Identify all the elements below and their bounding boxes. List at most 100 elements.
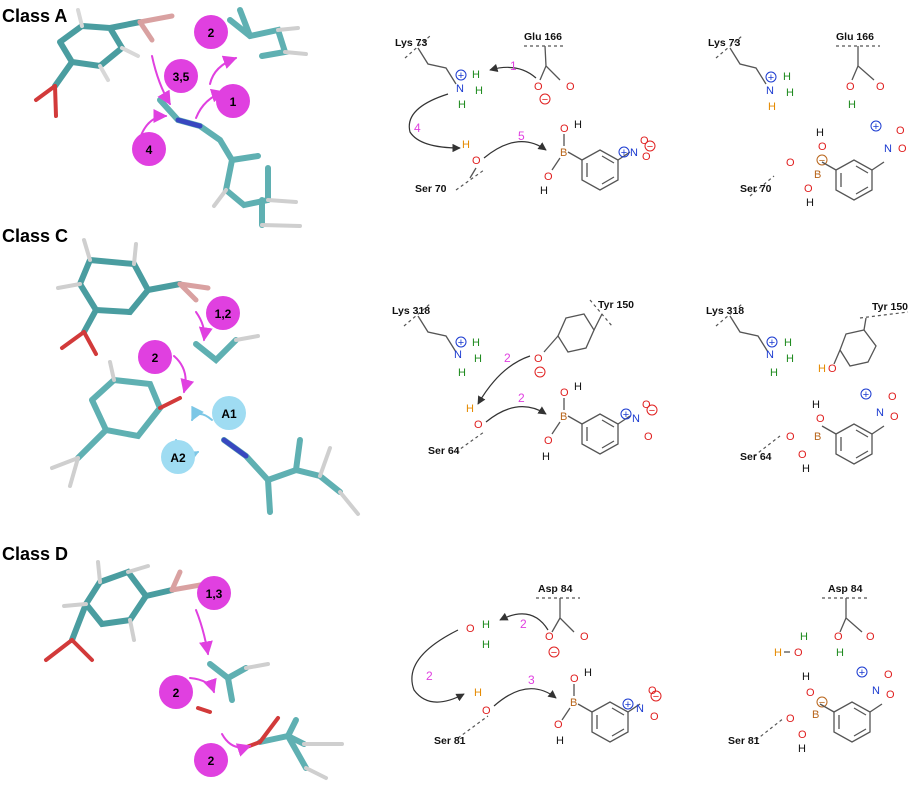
svg-text:O: O: [544, 435, 553, 447]
residue-label-ser: Ser 81: [728, 735, 760, 747]
svg-text:B: B: [560, 147, 567, 159]
class-a-product-scheme: Lys 73 N + H H H Glu 166 O O H Ser 70 O …: [708, 31, 907, 209]
svg-text:O: O: [566, 81, 575, 93]
svg-text:N: N: [766, 85, 774, 97]
svg-text:N: N: [872, 685, 880, 697]
svg-text:O: O: [650, 711, 659, 723]
svg-text:1: 1: [510, 59, 517, 73]
svg-text:H: H: [806, 197, 814, 209]
svg-text:O: O: [570, 673, 579, 685]
residue-label-acid: Tyr 150: [872, 301, 908, 313]
svg-text:H: H: [786, 353, 794, 365]
svg-text:2: 2: [426, 669, 433, 683]
svg-text:H: H: [542, 451, 550, 463]
svg-text:+: +: [623, 409, 629, 421]
svg-text:H: H: [768, 101, 776, 113]
residue-label-ser: Ser 64: [428, 445, 460, 457]
svg-text:+: +: [859, 667, 865, 679]
svg-text:H: H: [462, 139, 470, 151]
svg-text:2: 2: [173, 686, 180, 700]
panel-title-class-c: Class C: [2, 226, 68, 246]
svg-text:H: H: [482, 619, 490, 631]
step-circle: 2: [159, 675, 193, 709]
residue-label-lys: Lys 318: [392, 305, 430, 317]
svg-text:+: +: [458, 70, 464, 82]
residue-label-ser: Ser 70: [740, 183, 772, 195]
svg-text:H: H: [466, 403, 474, 415]
svg-text:N: N: [876, 407, 884, 419]
svg-text:O: O: [884, 669, 893, 681]
svg-text:H: H: [474, 687, 482, 699]
residue-label-acid: Asp 84: [538, 583, 573, 595]
svg-text:H: H: [458, 367, 466, 379]
svg-text:B: B: [814, 431, 821, 443]
svg-text:+: +: [769, 337, 775, 349]
svg-text:2: 2: [208, 754, 215, 768]
svg-text:H: H: [783, 71, 791, 83]
svg-text:O: O: [560, 123, 569, 135]
svg-text:O: O: [888, 391, 897, 403]
svg-text:B: B: [812, 709, 819, 721]
svg-text:−: −: [653, 691, 659, 703]
svg-text:+: +: [625, 699, 631, 711]
svg-text:3: 3: [528, 673, 535, 687]
residue-label-lys: Lys 73: [395, 37, 427, 49]
svg-text:O: O: [898, 143, 907, 155]
step-circle: 1: [216, 84, 250, 118]
svg-text:H: H: [474, 353, 482, 365]
svg-text:5: 5: [518, 129, 525, 143]
step-circle: 2: [194, 15, 228, 49]
svg-text:H: H: [802, 463, 810, 475]
class-c-reactant-scheme: Lys 318 N + H H H Tyr 150 O − 2 H O Ser …: [392, 299, 658, 463]
svg-text:H: H: [574, 381, 582, 393]
svg-text:2: 2: [518, 391, 525, 405]
panel-title-class-a: Class A: [2, 6, 67, 26]
svg-text:O: O: [846, 81, 855, 93]
svg-text:H: H: [556, 735, 564, 747]
svg-text:−: −: [819, 155, 825, 167]
svg-text:1,3: 1,3: [206, 587, 223, 601]
svg-text:H: H: [784, 337, 792, 349]
svg-text:H: H: [812, 399, 820, 411]
class-a-3d-structure: 2 3,5 1 4: [34, 7, 308, 228]
svg-text:H: H: [800, 631, 808, 643]
svg-text:N: N: [454, 349, 462, 361]
svg-text:O: O: [866, 631, 875, 643]
svg-text:H: H: [475, 85, 483, 97]
svg-text:O: O: [896, 125, 905, 137]
residue-label-acid: Asp 84: [828, 583, 863, 595]
residue-label-lys: Lys 318: [706, 305, 744, 317]
svg-text:O: O: [545, 631, 554, 643]
svg-text:O: O: [472, 155, 481, 167]
svg-text:−: −: [542, 94, 548, 106]
residue-label-acid: Glu 166: [524, 31, 562, 43]
svg-text:O: O: [786, 431, 795, 443]
svg-text:+: +: [768, 72, 774, 84]
svg-text:O: O: [642, 151, 651, 163]
svg-text:+: +: [458, 337, 464, 349]
svg-text:H: H: [482, 639, 490, 651]
step-circle: 2: [138, 340, 172, 374]
residue-label-acid: Glu 166: [836, 31, 874, 43]
svg-text:O: O: [804, 183, 813, 195]
svg-text:H: H: [848, 99, 856, 111]
svg-text:2: 2: [504, 351, 511, 365]
svg-text:O: O: [648, 685, 657, 697]
svg-text:2: 2: [208, 26, 215, 40]
step-circle: 3,5: [164, 59, 198, 93]
svg-text:H: H: [584, 667, 592, 679]
svg-text:N: N: [630, 147, 638, 159]
svg-text:O: O: [816, 413, 825, 425]
svg-text:O: O: [828, 363, 837, 375]
svg-text:H: H: [472, 69, 480, 81]
svg-text:N: N: [766, 349, 774, 361]
svg-text:O: O: [640, 135, 649, 147]
svg-text:O: O: [798, 449, 807, 461]
svg-text:A2: A2: [170, 451, 186, 465]
class-d-product-scheme: Asp 84 O O H H O H Ser 81 O H O B − O H …: [728, 583, 895, 755]
step-circle: 1,3: [197, 576, 231, 610]
panel-title-class-d: Class D: [2, 544, 68, 564]
svg-text:N: N: [456, 83, 464, 95]
svg-text:H: H: [836, 647, 844, 659]
